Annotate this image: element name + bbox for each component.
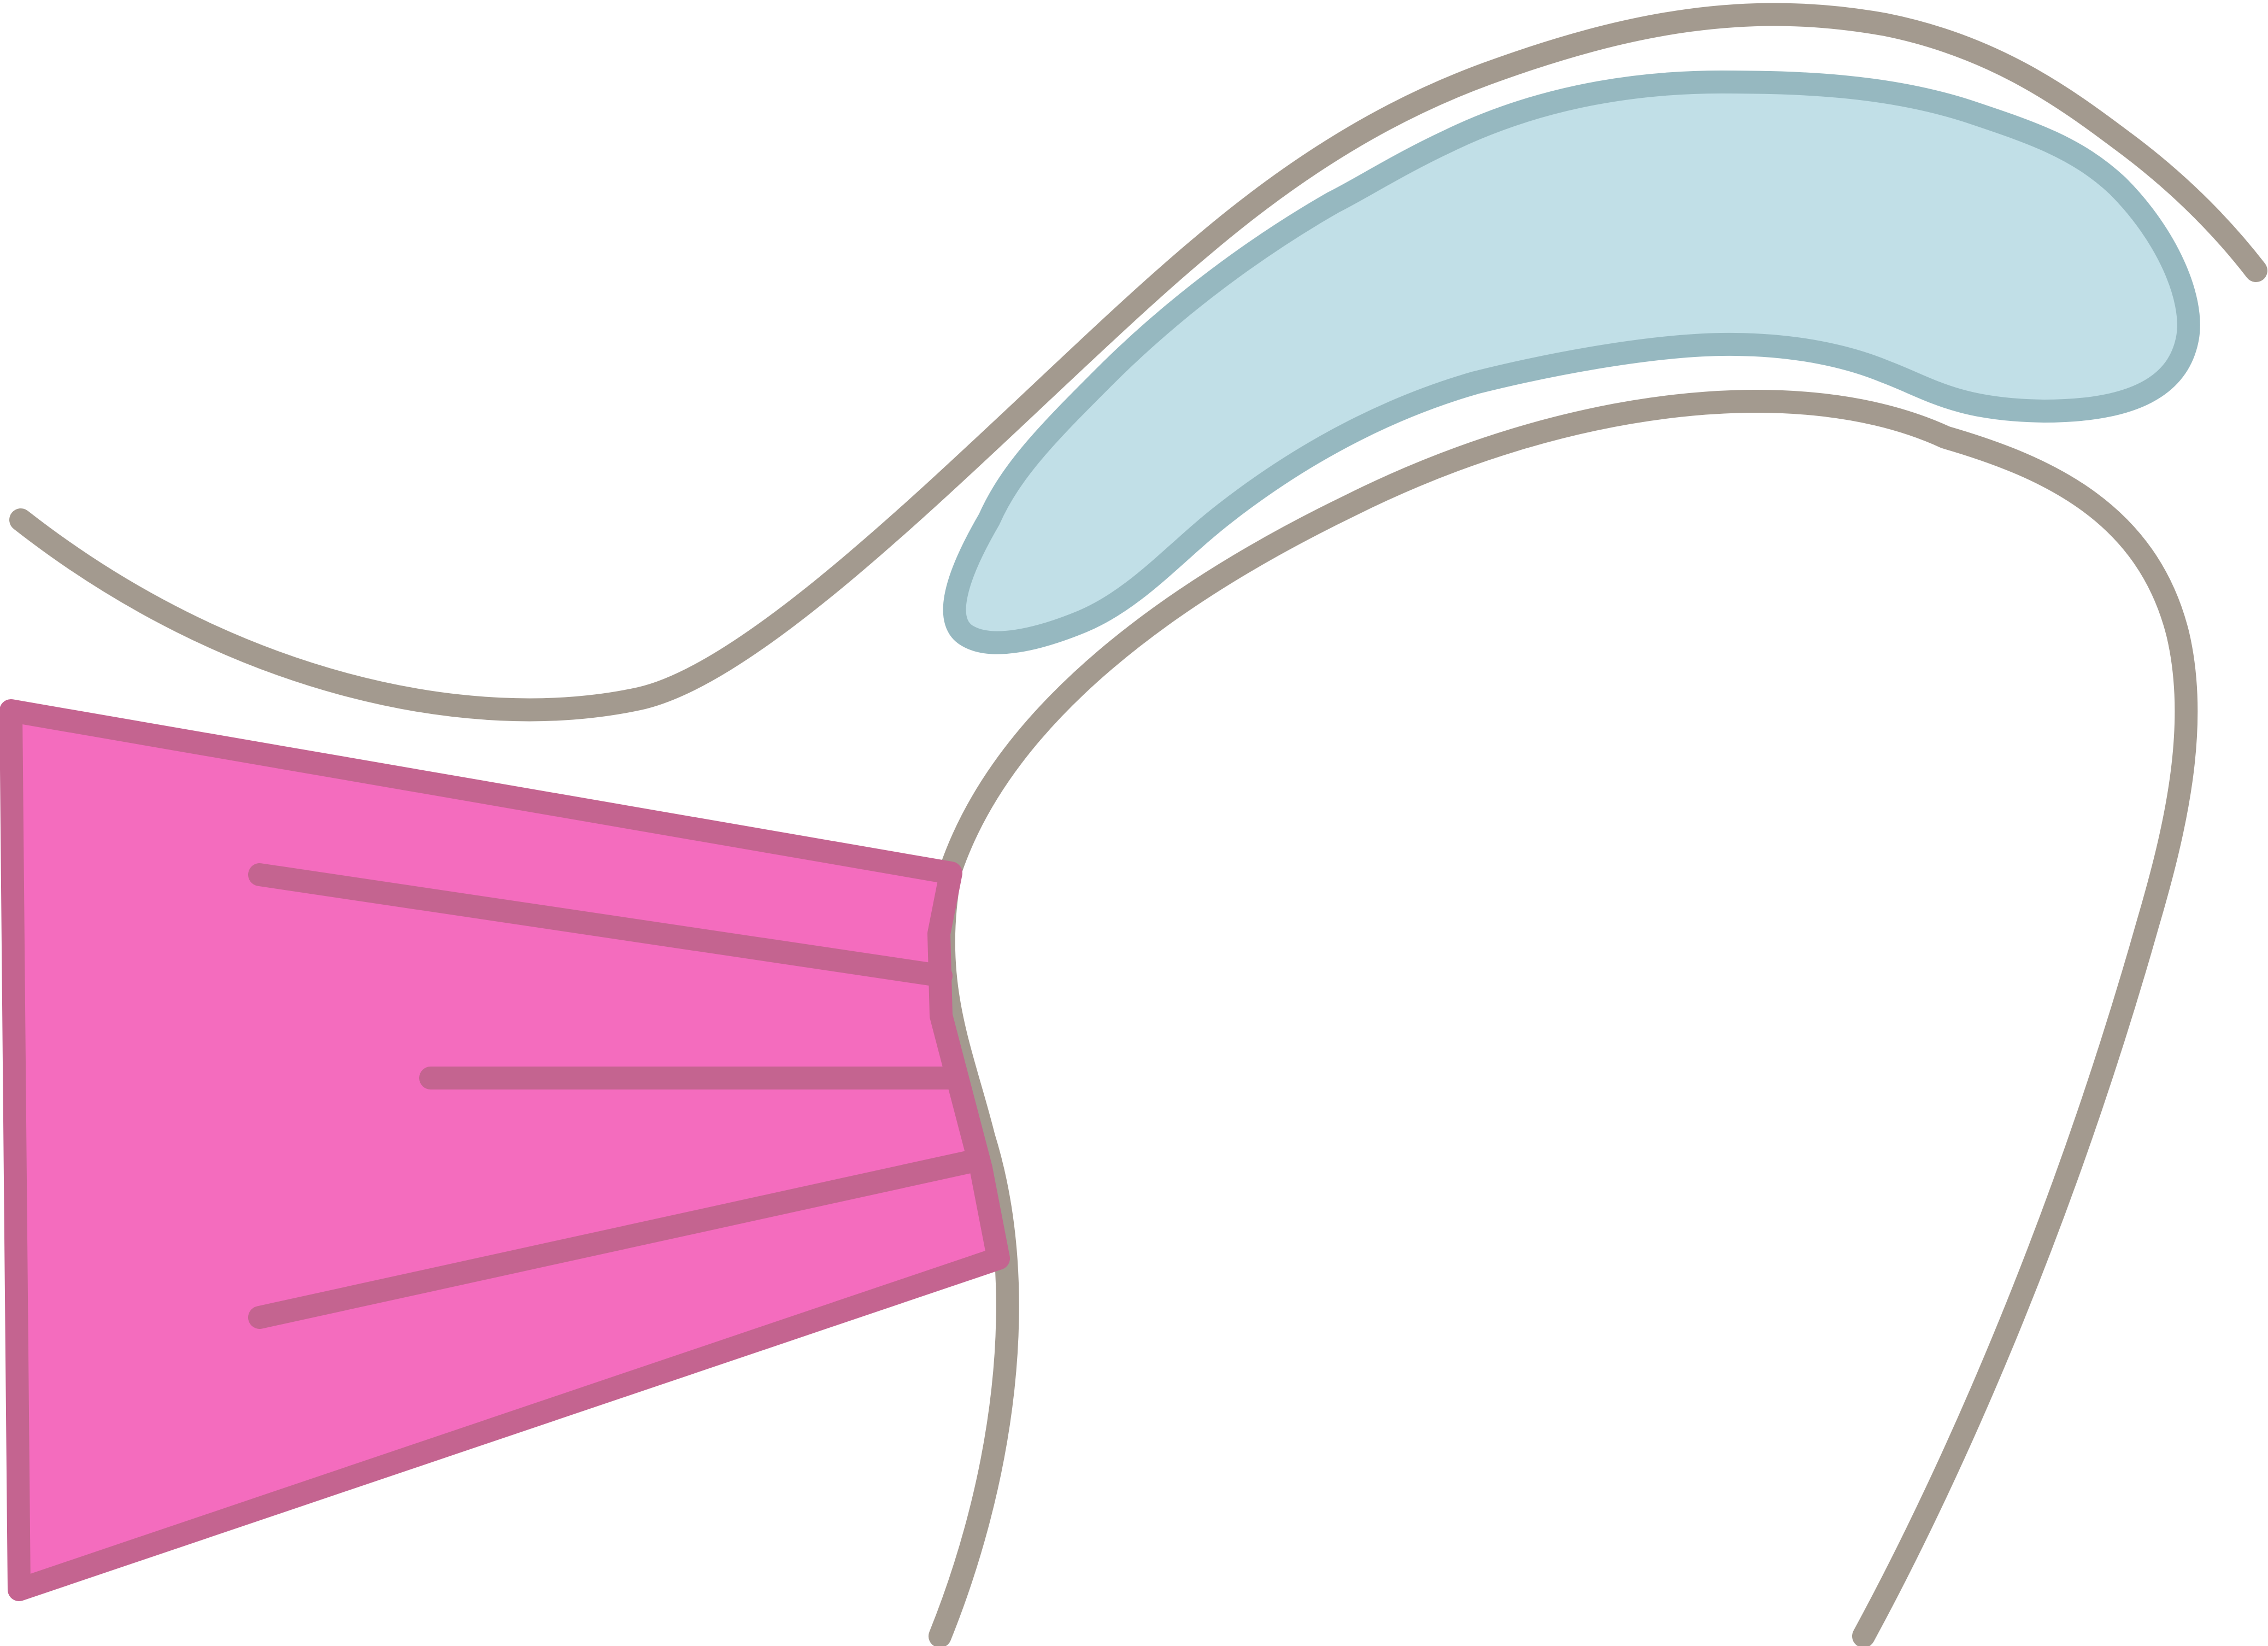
muscle-fiber-line	[248, 863, 953, 987]
upper-bone-contour	[9, 3, 2267, 722]
pink-muscle	[0, 699, 1010, 1601]
muscle-fiber-line	[248, 1150, 982, 1329]
blue-bursa	[943, 71, 2200, 654]
